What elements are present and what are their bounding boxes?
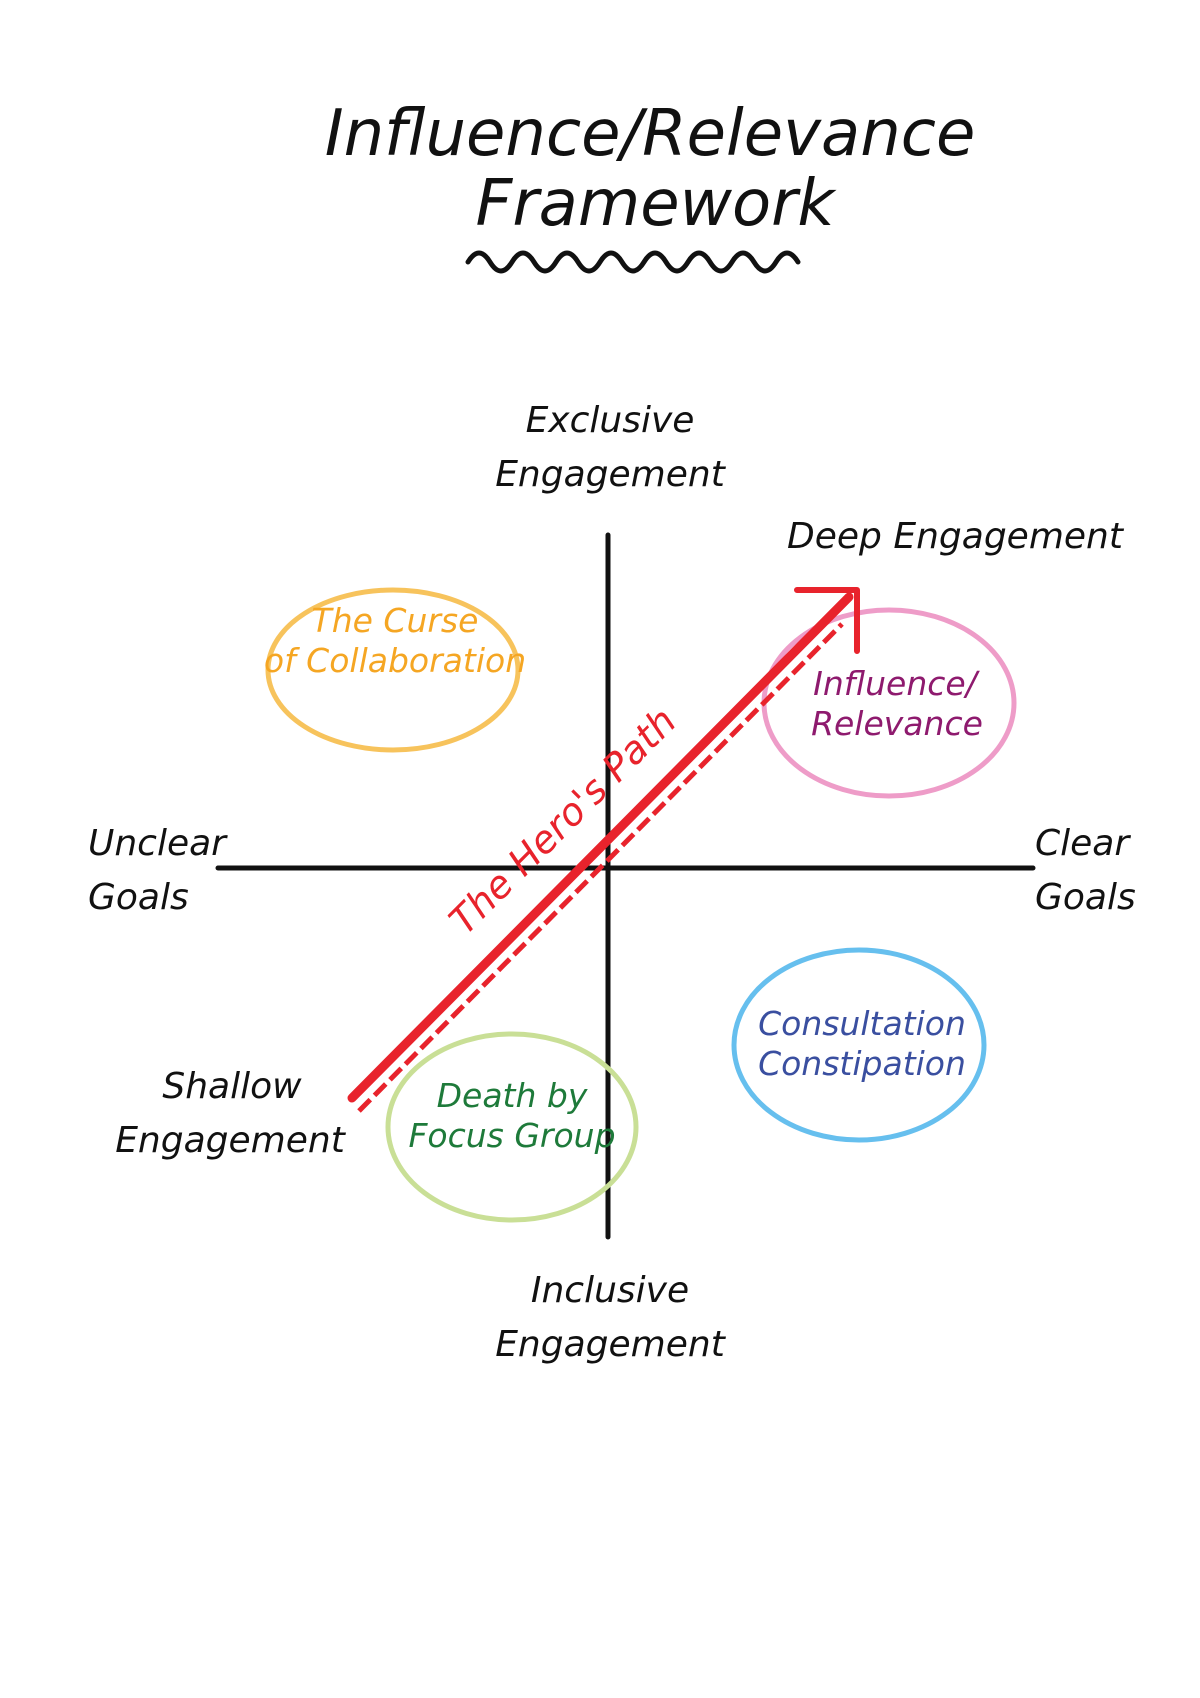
zone-influence-line-1: Influence/ [813,664,981,703]
axis-left-line-2: Goals [88,877,189,918]
zone-curse-ellipse [265,587,521,753]
axis-right-line-1: Clear [1035,823,1131,864]
zone-death-line-2: Focus Group [408,1116,615,1155]
zone-curse-line-2: of Collaboration [264,641,526,680]
title-underline-squiggle [465,250,801,274]
axis-bottom-line-2: Engagement [495,1324,727,1365]
shallow-engagement-line-2: Engagement [115,1120,347,1161]
zone-influence-ellipse [761,607,1017,799]
zone-curse-line-1: The Curse [312,601,479,640]
axis-right-line-2: Goals [1035,877,1136,918]
heros-path-arrowhead [794,587,860,654]
zone-consultation-line-2: Constipation [758,1044,966,1083]
title-line-1: Influence/Relevance [325,97,976,171]
zone-death-line-1: Death by [437,1076,588,1115]
zone-consultation-ellipse [731,947,987,1143]
axis-top-line-2: Engagement [495,454,727,495]
deep-engagement-label: Deep Engagement [787,516,1125,557]
heros-path-dashed-line [357,622,844,1113]
axis-bottom-line-1: Inclusive [531,1270,689,1311]
zone-influence-line-2: Relevance [811,704,983,743]
heros-path-line [347,592,854,1103]
zone-consultation-line-1: Consultation [758,1004,966,1043]
zone-death-ellipse [385,1031,639,1223]
title-line-2: Framework [476,167,838,241]
axis-top-line-1: Exclusive [526,400,695,441]
axis-left-line-1: Unclear [88,823,228,864]
shallow-engagement-line-1: Shallow [162,1066,302,1107]
